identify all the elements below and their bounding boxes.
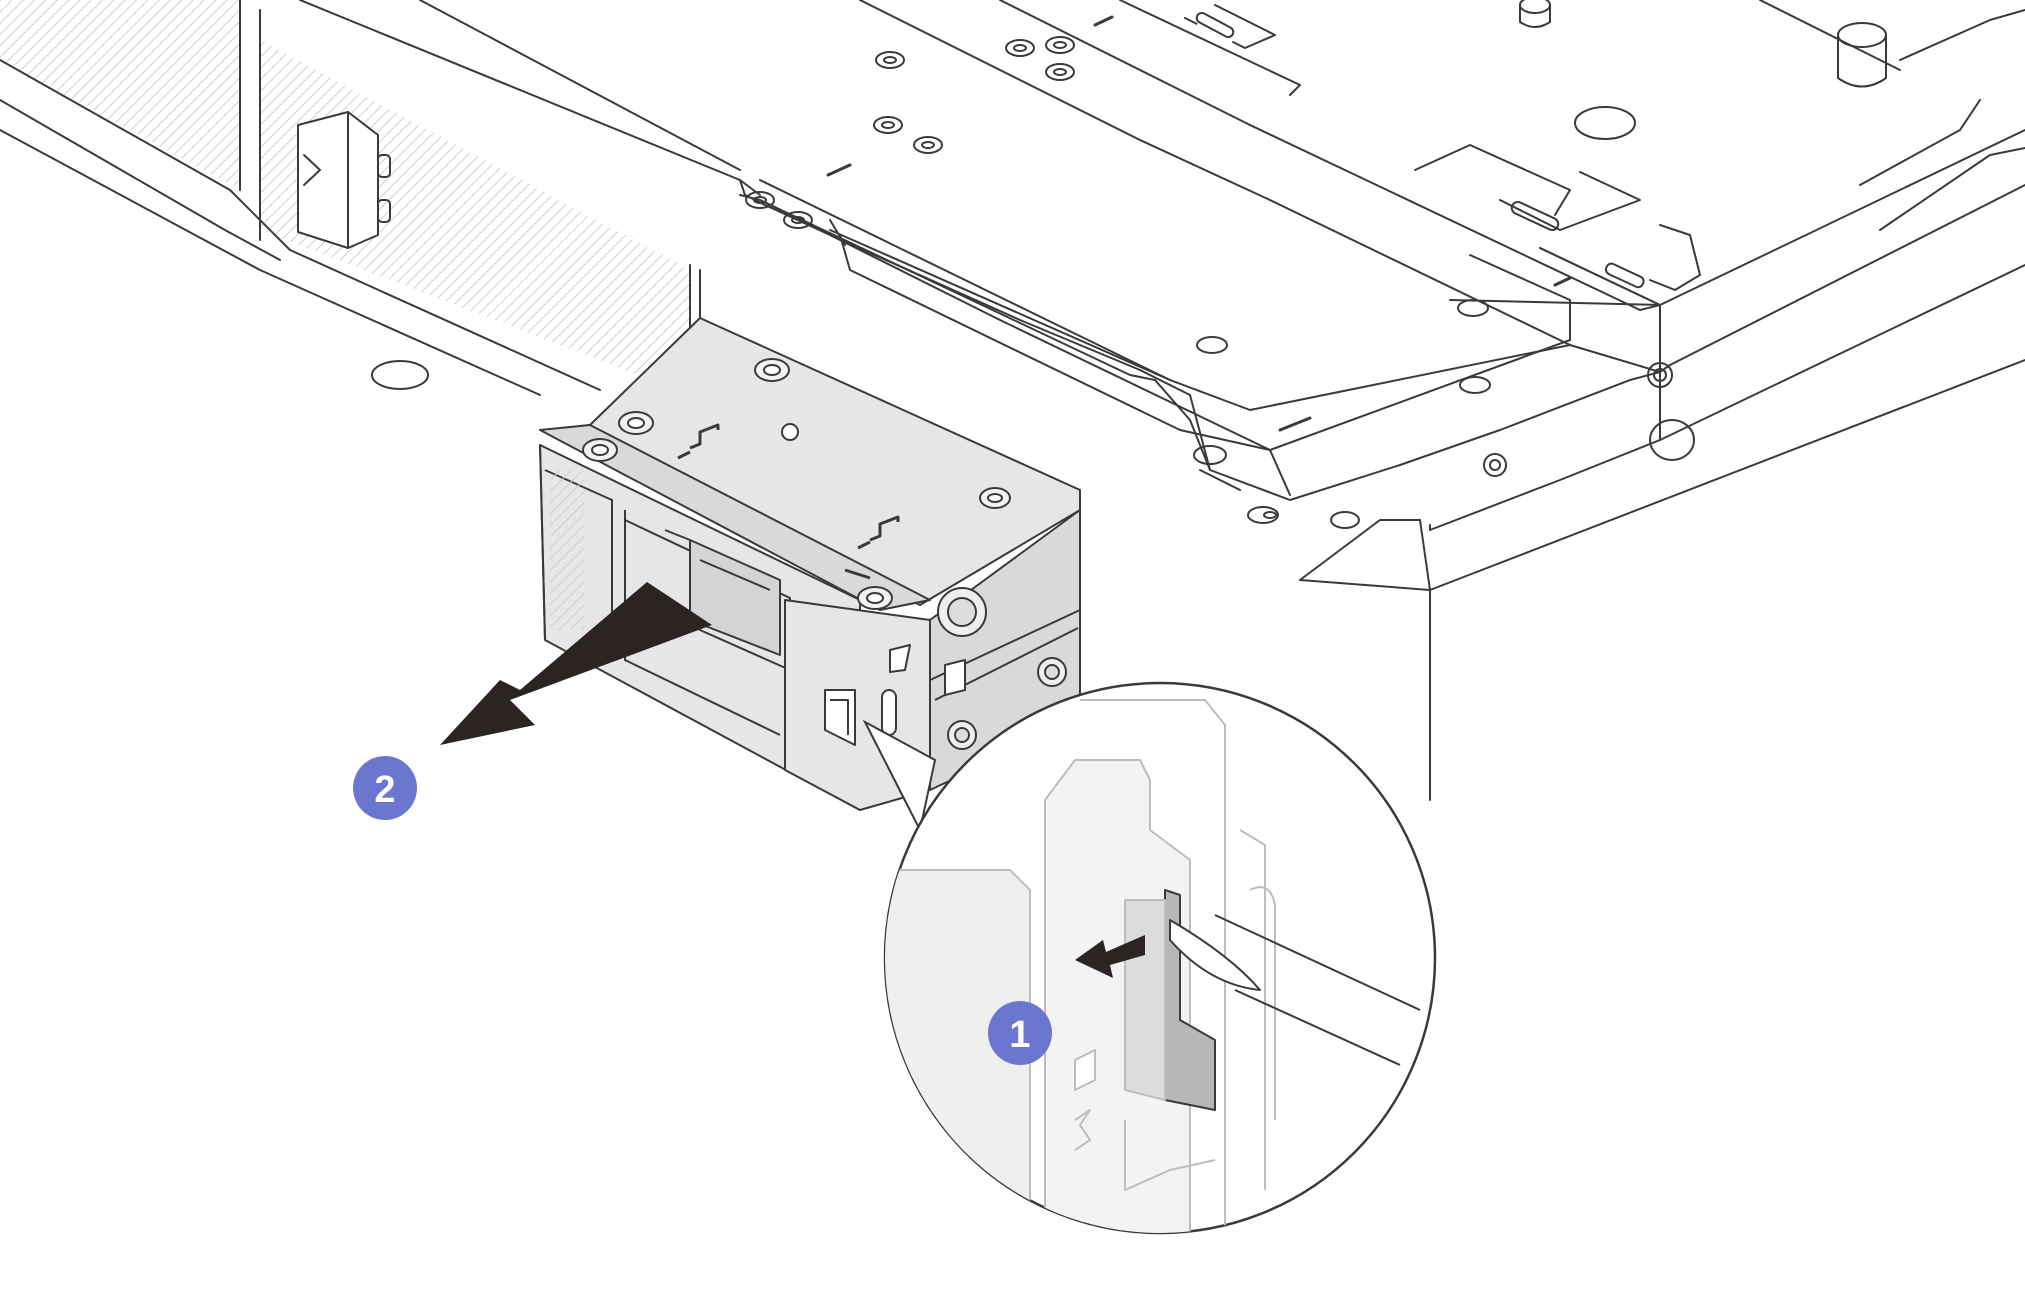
step-badge-1: 1 bbox=[988, 1001, 1052, 1065]
server-chassis bbox=[0, 0, 2025, 801]
pull-direction-arrow bbox=[440, 582, 712, 745]
step-badge-icon bbox=[353, 756, 417, 820]
step-badge-2: 2 bbox=[353, 756, 417, 820]
step-number-1: 1 bbox=[1009, 1014, 1030, 1056]
step-number-2: 2 bbox=[374, 769, 395, 811]
step-badge-icon bbox=[988, 1001, 1052, 1065]
zoom-callout bbox=[862, 681, 1437, 1235]
